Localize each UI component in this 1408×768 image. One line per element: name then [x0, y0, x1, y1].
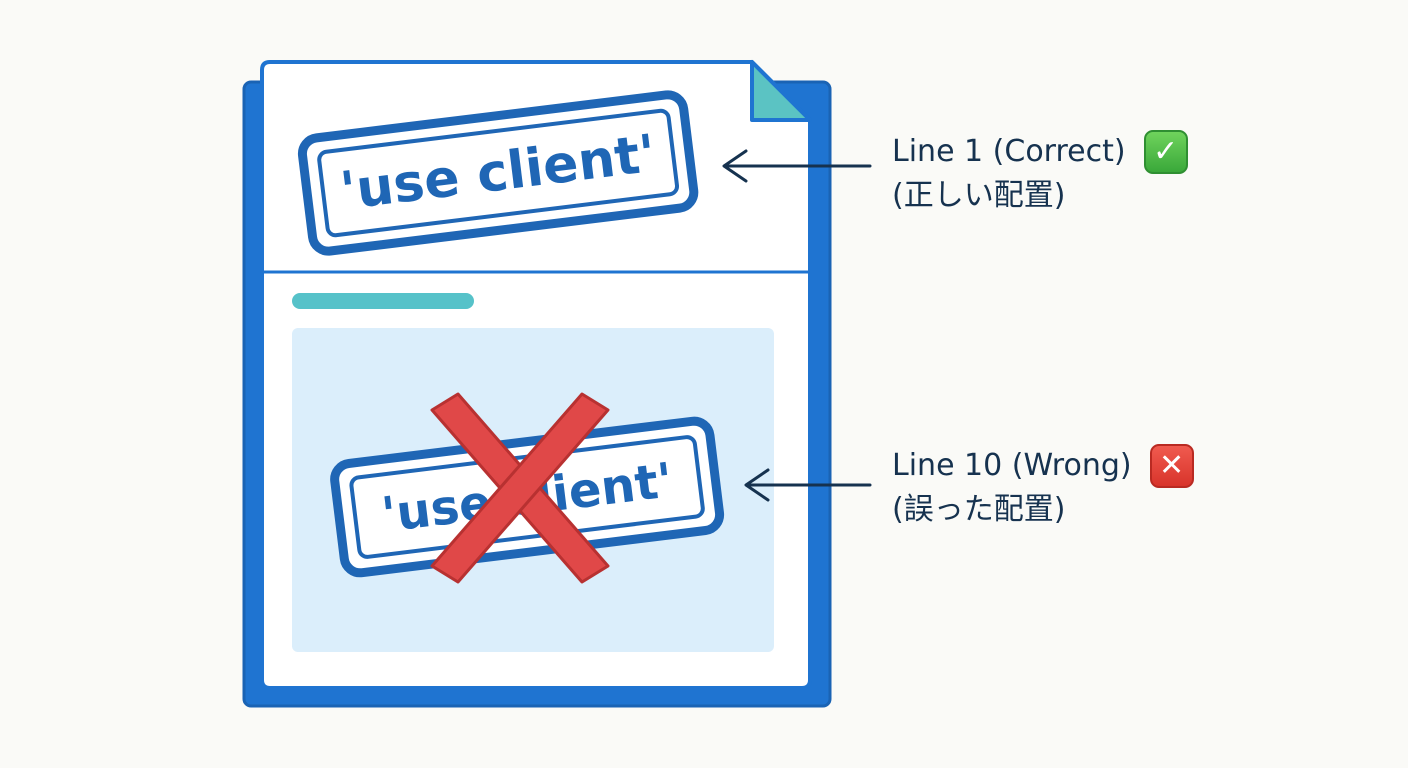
arrow-left-icon	[744, 468, 872, 502]
folded-corner-icon	[750, 60, 812, 122]
top-stamp-outer-frame	[297, 90, 699, 256]
check-mark-icon: ✓	[1143, 130, 1188, 174]
wrong-callout-title: Line 10 (Wrong)	[892, 448, 1132, 483]
bottom-stamp-inner-frame	[349, 435, 705, 559]
top-stamp-inner-frame	[317, 108, 680, 238]
correct-callout-title: Line 1 (Correct)	[892, 134, 1126, 169]
cross-mark-icon: ✕	[1149, 444, 1194, 488]
arrow-left-icon	[722, 149, 872, 183]
highlight-bar	[292, 293, 474, 309]
wrong-callout: Line 10 (Wrong) ✕ (誤った配置)	[892, 444, 1194, 532]
wrong-callout-subtitle: (誤った配置)	[892, 492, 1066, 527]
big-x-icon	[430, 392, 610, 584]
top-stamp: 'use client'	[297, 90, 699, 256]
correct-callout-subtitle: (正しい配置)	[892, 178, 1066, 213]
correct-callout: Line 1 (Correct) ✓ (正しい配置)	[892, 130, 1188, 218]
